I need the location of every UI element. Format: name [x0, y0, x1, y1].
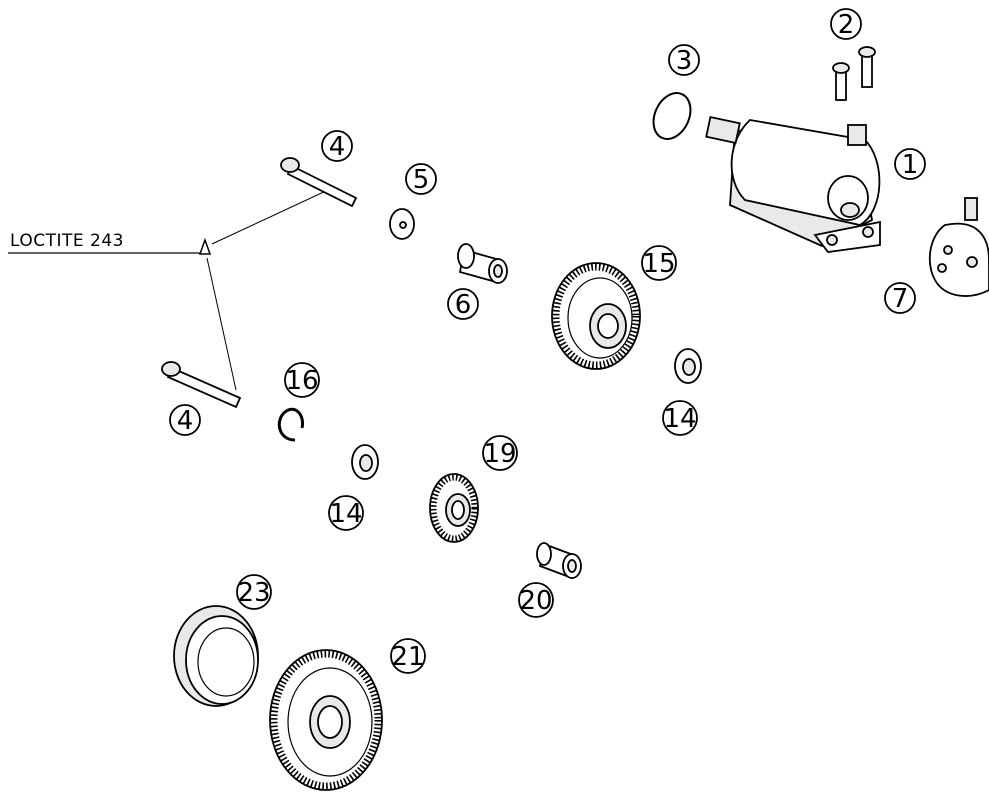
svg-text:19: 19 — [483, 439, 516, 469]
svg-text:3: 3 — [676, 46, 693, 76]
callout-2: 2 — [830, 8, 862, 40]
part-23-bearing-ring — [173, 605, 259, 707]
svg-text:23: 23 — [237, 578, 270, 608]
svg-text:4: 4 — [177, 406, 194, 436]
callout-4-lower: 4 — [169, 404, 201, 436]
part-19-gear — [429, 473, 479, 543]
callout-20: 20 — [518, 582, 554, 618]
callout-5: 5 — [405, 163, 437, 195]
callout-1: 1 — [894, 148, 926, 180]
part-2-bolts — [832, 46, 876, 101]
part-6-bushing — [457, 243, 508, 284]
callout-15: 15 — [641, 245, 677, 281]
svg-text:4: 4 — [329, 132, 346, 162]
part-15-gear — [551, 262, 641, 370]
callout-3: 3 — [668, 44, 700, 76]
loctite-leader — [8, 189, 329, 391]
svg-text:14: 14 — [329, 499, 362, 529]
callout-16: 16 — [284, 362, 320, 398]
part-4-bolt-upper — [280, 157, 358, 208]
part-16-circlip — [277, 407, 305, 442]
callout-7: 7 — [884, 282, 916, 314]
callout-6: 6 — [447, 288, 479, 320]
svg-text:16: 16 — [285, 366, 318, 396]
part-14-washer-left — [351, 444, 379, 480]
callout-19: 19 — [482, 435, 518, 471]
svg-text:6: 6 — [455, 290, 472, 320]
part-14-washer-right — [674, 348, 702, 384]
svg-text:14: 14 — [663, 404, 696, 434]
callout-14-right: 14 — [662, 400, 698, 436]
part-7-brush-holder — [928, 197, 989, 297]
part-3-o-ring — [652, 92, 692, 140]
callout-21: 21 — [390, 638, 426, 674]
svg-text:1: 1 — [902, 150, 919, 180]
svg-text:7: 7 — [892, 284, 909, 314]
loctite-drop-icon — [198, 237, 212, 255]
callout-4-upper: 4 — [321, 130, 353, 162]
svg-text:2: 2 — [838, 10, 855, 40]
svg-text:5: 5 — [413, 165, 430, 195]
svg-text:15: 15 — [642, 249, 675, 279]
loctite-243-label: LOCTITE 243 — [10, 231, 124, 251]
callout-14-left: 14 — [328, 495, 364, 531]
part-1-starter-motor — [705, 116, 881, 253]
part-21-gear — [269, 649, 383, 791]
callout-23: 23 — [236, 574, 272, 610]
svg-text:21: 21 — [391, 642, 424, 672]
svg-text:20: 20 — [519, 586, 552, 616]
part-20-bushing — [536, 542, 582, 580]
part-4-bolt-lower — [161, 361, 242, 409]
part-5-washer — [389, 208, 415, 240]
